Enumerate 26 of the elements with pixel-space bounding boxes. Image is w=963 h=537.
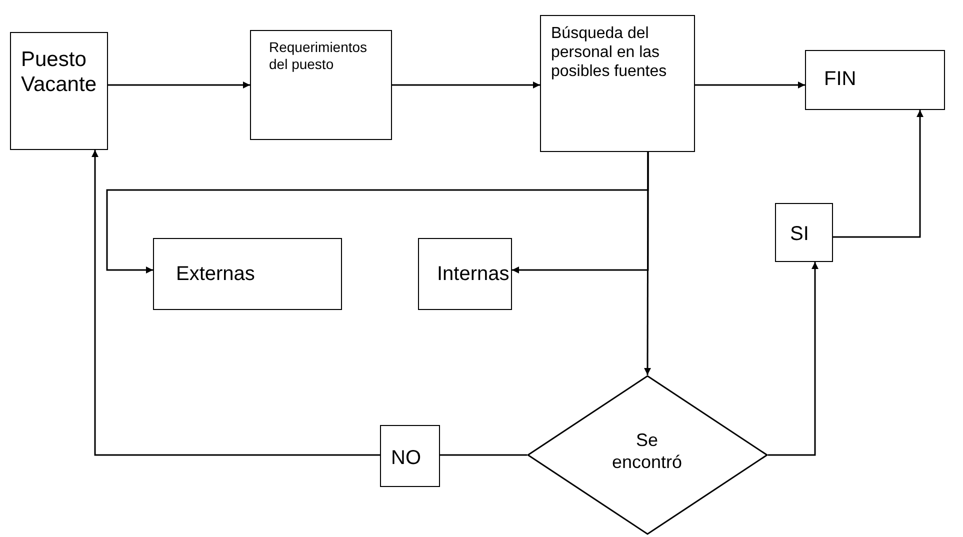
node-label: Se encontró: [610, 430, 684, 474]
node-label: Requerimientos del puesto: [269, 39, 368, 73]
arrow: [92, 150, 380, 456]
process-box: [10, 32, 108, 150]
node-label: SI: [790, 222, 810, 246]
arrow: [512, 152, 649, 274]
process-box: [775, 203, 833, 262]
arrow: [695, 82, 805, 88]
decision-diamond: [527, 375, 768, 535]
arrow: [768, 262, 818, 456]
process-box: [540, 15, 695, 152]
node-label: NO: [391, 446, 422, 470]
arrow: [108, 82, 250, 88]
process-box: [250, 30, 392, 140]
process-box: [805, 50, 945, 110]
arrow: [833, 110, 924, 238]
node-label: Búsqueda del personal en las posibles fuentes: [551, 24, 668, 82]
node-label: Internas: [437, 262, 510, 286]
process-box: [380, 425, 440, 487]
node-label: Puesto Vacante: [21, 47, 98, 98]
process-box: [418, 238, 512, 310]
arrow: [392, 82, 540, 88]
node-label: Externas: [176, 262, 256, 286]
node-label: FIN: [824, 67, 858, 91]
arrow: [644, 152, 652, 375]
process-box: [153, 238, 342, 310]
